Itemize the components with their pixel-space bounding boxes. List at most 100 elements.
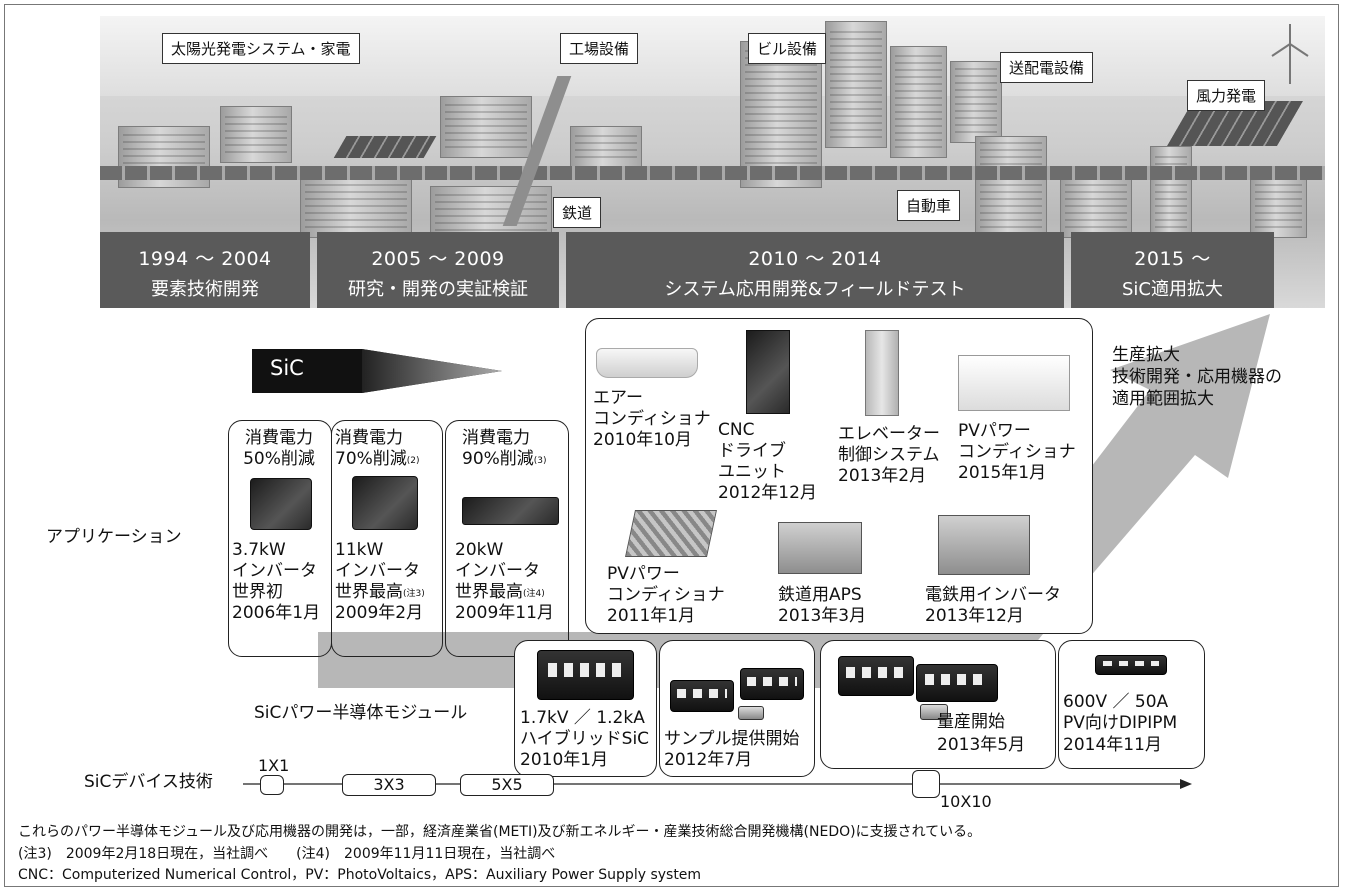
module-text: 量産開始 (937, 712, 1005, 732)
app-railinv: 電鉄用インバータ (925, 585, 1061, 605)
module-text: サンプル提供開始 (664, 729, 800, 749)
cnc-photo (746, 330, 790, 414)
app-elevator: 2013年2月 (838, 466, 927, 486)
building (950, 61, 1002, 143)
footnote-ref: (3) (533, 456, 547, 466)
module-photo (537, 650, 634, 700)
app-elevator: 制御システム (838, 445, 940, 465)
app-pv2011: コンディショナ (607, 585, 725, 605)
row-label-module: SiCパワー半導体モジュール (254, 703, 468, 723)
inverter-name: 世界初 (232, 582, 283, 602)
wind-turbine-icon (1271, 24, 1309, 84)
device-1x1 (260, 775, 284, 795)
module-text: 2012年7月 (664, 750, 753, 770)
aps-photo (778, 522, 862, 574)
inverter-name: 世界最高(注4) (455, 582, 545, 602)
device-1x1-label: 1X1 (258, 756, 290, 775)
inverter-box-2009-11 (445, 420, 569, 657)
saving-label: 消費電力 (462, 428, 530, 448)
footnote-abbrev: CNC：Computerized Numerical Control，PV：Ph… (18, 867, 702, 883)
building (740, 41, 822, 188)
module-photo (670, 680, 734, 712)
expansion-line-1: 生産拡大 (1112, 345, 1180, 365)
inverter-name: インバータ (455, 561, 540, 581)
app-cnc: ドライブ (718, 441, 786, 461)
inverter-name: 20kW (455, 540, 504, 560)
app-aps: 2013年3月 (778, 606, 867, 626)
era-1994: 1994 ～ 2004 要素技術開発 (100, 232, 310, 308)
era-text: SiC適用拡大 (1122, 279, 1223, 300)
module-photo (916, 664, 998, 702)
label-solar-appliances: 太陽光発電システム・家電 (162, 33, 360, 64)
label-transmission: 送配電設備 (1000, 52, 1094, 83)
inverter-name: 11kW (335, 540, 384, 560)
saving-value-text: 90%削減 (462, 449, 534, 469)
inverter-name: 2006年1月 (232, 603, 321, 623)
inverter-name: インバータ (232, 561, 317, 581)
building (890, 46, 947, 158)
inverter-name: 2009年11月 (455, 603, 554, 623)
saving-value: 90%削減(3) (462, 449, 547, 469)
app-cnc: 2012年12月 (718, 483, 817, 503)
expansion-line-3: 適用範囲拡大 (1112, 389, 1214, 409)
building (220, 106, 292, 163)
saving-value: 50%削減 (243, 449, 315, 469)
inverter-name: 3.7kW (232, 540, 286, 560)
saving-value-text: 70%削減 (335, 449, 407, 469)
device-3x3: 3X3 (342, 774, 436, 796)
module-text: PV向けDIPIPM (1063, 713, 1178, 733)
elevator-cabinet-photo (865, 330, 899, 416)
expansion-line-2: 技術開発・応用機器の (1112, 367, 1282, 387)
app-pv2011: 2011年1月 (607, 606, 696, 626)
app-cnc: CNC (718, 420, 755, 440)
module-text: 2013年5月 (937, 735, 1026, 755)
building (825, 21, 887, 148)
footnote-support: これらのパワー半導体モジュール及び応用機器の開発は，一部，経済産業省(METI)… (18, 824, 982, 840)
app-elevator: エレベーター (838, 424, 940, 444)
label-wind: 風力発電 (1187, 80, 1266, 111)
era-years: 1994 ～ 2004 (138, 248, 272, 270)
module-photo (838, 656, 914, 696)
label-railway: 鉄道 (553, 197, 602, 228)
era-2005: 2005 ～ 2009 研究・開発の実証検証 (317, 232, 559, 308)
label-car: 自動車 (897, 190, 961, 221)
app-pv2015: コンディショナ (958, 442, 1076, 462)
footnote-notes: (注3) 2009年2月18日現在，当社調べ (注4) 2009年11月11日現… (18, 846, 556, 862)
era-text: 研究・開発の実証検証 (348, 279, 528, 300)
sic-arrow (252, 349, 502, 393)
device-10x10 (912, 770, 940, 798)
footnote-ref: (注4) (523, 589, 545, 599)
app-pv2015: PVパワー (958, 421, 1031, 441)
inverter-photo (250, 478, 312, 530)
module-photo (740, 668, 804, 700)
row-label-application: アプリケーション (46, 527, 182, 547)
era-2010: 2010 ～ 2014 システム応用開発&フィールドテスト (566, 232, 1064, 308)
railway-track (100, 166, 1325, 180)
building (1060, 176, 1132, 238)
building (440, 96, 532, 158)
inverter-photo (462, 497, 559, 525)
figure-frame (4, 4, 1339, 887)
app-pv2015: 2015年1月 (958, 463, 1047, 483)
sic-label: SiC (270, 356, 304, 380)
label-building: ビル設備 (748, 33, 827, 64)
inverter-name-text: 世界最高 (455, 582, 523, 602)
device-5x5: 5X5 (460, 774, 554, 796)
pv-conditioner-photo (958, 355, 1070, 411)
building (975, 136, 1047, 238)
chip-photo (738, 706, 764, 720)
footnote-ref: (2) (406, 456, 420, 466)
building (570, 126, 642, 168)
era-years: 2010 ～ 2014 (748, 248, 882, 270)
rail-inverter-photo (938, 515, 1030, 575)
era-years: 2005 ～ 2009 (371, 248, 505, 270)
module-text: ハイブリッドSiC (520, 729, 650, 749)
module-text: 2014年11月 (1063, 735, 1162, 755)
aircon-photo (596, 348, 698, 378)
row-label-device: SiCデバイス技術 (84, 772, 213, 792)
app-aps: 鉄道用APS (778, 585, 862, 605)
app-aircon: 2010年10月 (593, 430, 692, 450)
app-aircon: コンディショナ (593, 409, 711, 429)
device-10x10-label: 10X10 (940, 792, 992, 811)
